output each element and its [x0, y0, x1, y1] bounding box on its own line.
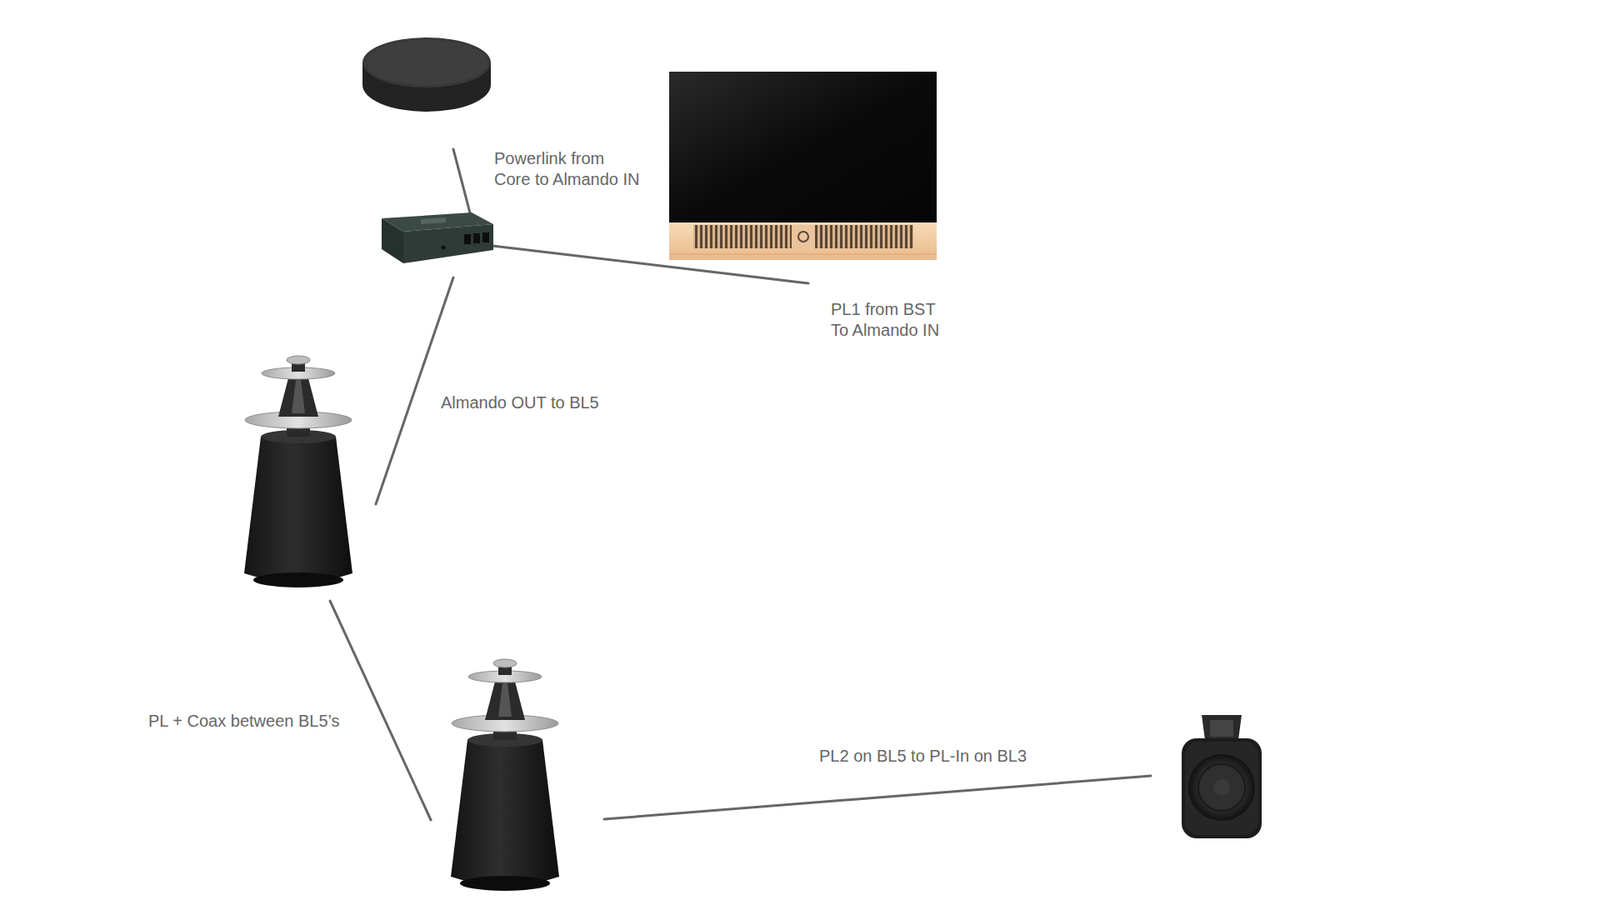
- wire-label: Powerlink from Core to Almando IN: [494, 148, 661, 190]
- wire-label: PL2 on BL5 to PL-In on BL3: [819, 745, 1027, 767]
- wire-label: PL + Coax between BL5’s: [148, 710, 340, 732]
- wire-label: Almando OUT to BL5: [440, 392, 600, 414]
- wire-label: PL1 from BST To Almando IN: [830, 299, 956, 341]
